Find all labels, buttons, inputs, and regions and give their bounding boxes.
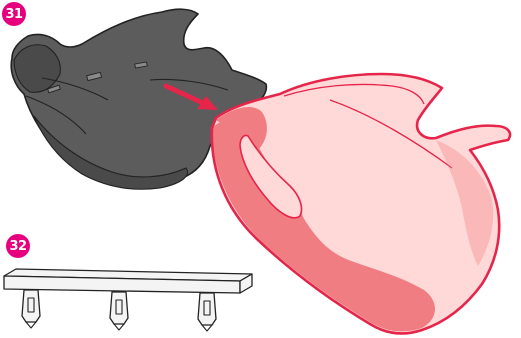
clip-bar bbox=[4, 269, 252, 331]
step-number-31: 31 bbox=[5, 7, 22, 22]
clip-tab-left bbox=[22, 290, 40, 328]
step-number-badge-32: 32 bbox=[6, 234, 30, 258]
step-number-32: 32 bbox=[9, 239, 26, 254]
seat-cover bbox=[212, 74, 510, 333]
step-number-badge-31: 31 bbox=[2, 2, 26, 26]
clip-tab-right bbox=[198, 293, 216, 331]
clip-tab-middle bbox=[110, 292, 128, 330]
